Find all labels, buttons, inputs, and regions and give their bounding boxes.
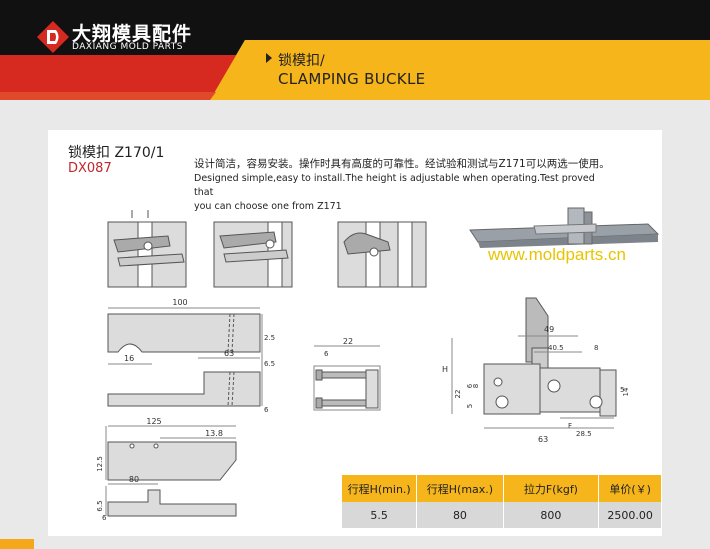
footer-tab [0, 539, 34, 549]
spec-cell-force: 800 [503, 502, 600, 528]
spec-header-price: 单价(￥) [598, 475, 662, 502]
bolt-detail [313, 345, 381, 411]
triangle-bullet-icon [266, 53, 272, 63]
brand-name-cn: 大翔模具配件 [72, 23, 193, 45]
dim-right-14: 14 [622, 387, 630, 396]
website-watermark: www.moldparts.cn [488, 245, 626, 264]
operation-diagram-1 [107, 210, 187, 288]
dim-right-63: 63 [538, 435, 548, 444]
dim-bolt-22: 22 [343, 337, 353, 346]
dim-top-63: 63 [224, 349, 234, 358]
dim-top-100: 100 [172, 298, 187, 307]
description-en-line1: Designed simple,easy to install.The heig… [194, 173, 595, 198]
assembly-drawing [451, 297, 617, 429]
header-background [0, 0, 710, 100]
part-drawing-bottom [105, 483, 237, 517]
dim-bot-6: 6 [102, 514, 107, 522]
spec-cell-stroke-min: 5.5 [342, 502, 418, 528]
header: 大翔模具配件 DAXIANG MOLD PARTS 锁模扣/ CLAMPING … [0, 0, 710, 100]
dim-right-F: F [568, 422, 572, 430]
product-photo [469, 207, 660, 248]
dim-top-2-5: 2.5 [264, 334, 275, 342]
table-row: 5.5 80 800 2500.00 [342, 502, 662, 528]
dim-mid-125: 125 [146, 417, 161, 426]
dim-mid-12-5: 12.5 [96, 456, 104, 472]
dim-bolt-6: 6 [324, 350, 329, 358]
dim-right-28-5: 28.5 [576, 430, 592, 438]
dim-right-6: 6 [466, 383, 474, 388]
spec-header-stroke-min: 行程H(min.) [342, 475, 418, 502]
operation-diagram-2 [213, 221, 293, 288]
dim-right-49: 49 [544, 325, 554, 334]
spec-table-header-row: 行程H(min.) 行程H(max.) 拉力F(kgf) 单价(￥) [342, 475, 662, 502]
dim-top-6: 6 [264, 406, 269, 414]
description-en: Designed simple,easy to install.The heig… [194, 172, 614, 214]
dim-right-H: H [442, 365, 448, 374]
dim-mid-13-8: 13.8 [205, 429, 223, 438]
product-code: DX087 [68, 161, 112, 176]
product-name: 锁模扣 Z170/1 [68, 145, 165, 161]
dim-top-6-5: 6.5 [264, 360, 275, 368]
spec-header-force: 拉力F(kgf) [503, 475, 600, 502]
section-title-en: CLAMPING BUCKLE [278, 70, 426, 88]
dim-right-5: 5 [466, 404, 474, 408]
dim-right-8b: 8 [472, 384, 480, 388]
technical-drawings: 100 16 63 2.5 6.5 6 125 13.8 12.5 80 6.5… [96, 207, 660, 522]
brand-name-en: DAXIANG MOLD PARTS [72, 42, 183, 52]
spec-table: 行程H(min.) 行程H(max.) 拉力F(kgf) 单价(￥) 5.5 8… [342, 475, 662, 528]
spec-cell-price: 2500.00 [598, 502, 662, 528]
spec-cell-stroke-max: 80 [416, 502, 504, 528]
part-drawing-middle [105, 425, 237, 481]
dim-top-16: 16 [124, 354, 134, 363]
dim-right-22: 22 [454, 390, 462, 399]
section-title-cn: 锁模扣/ [278, 53, 325, 69]
part-drawing-top [107, 307, 263, 407]
dim-right-5b: 5 [620, 386, 624, 394]
product-card: 锁模扣 Z170/1 DX087 设计简洁，容易安装。操作时具有高度的可靠性。经… [48, 130, 662, 536]
dim-right-8: 8 [594, 344, 598, 352]
description-en-line2: you can choose one from Z171 [194, 201, 342, 212]
dim-right-40-5: 40.5 [548, 344, 564, 352]
spec-header-stroke-max: 行程H(max.) [416, 475, 504, 502]
logo-icon [37, 21, 69, 53]
description-cn: 设计简洁，容易安装。操作时具有高度的可靠性。经试验和测试与Z171可以两选一使用… [194, 158, 610, 170]
operation-diagram-3 [337, 221, 427, 288]
dim-bot-6-5: 6.5 [96, 500, 104, 511]
dim-bot-80: 80 [129, 475, 139, 484]
